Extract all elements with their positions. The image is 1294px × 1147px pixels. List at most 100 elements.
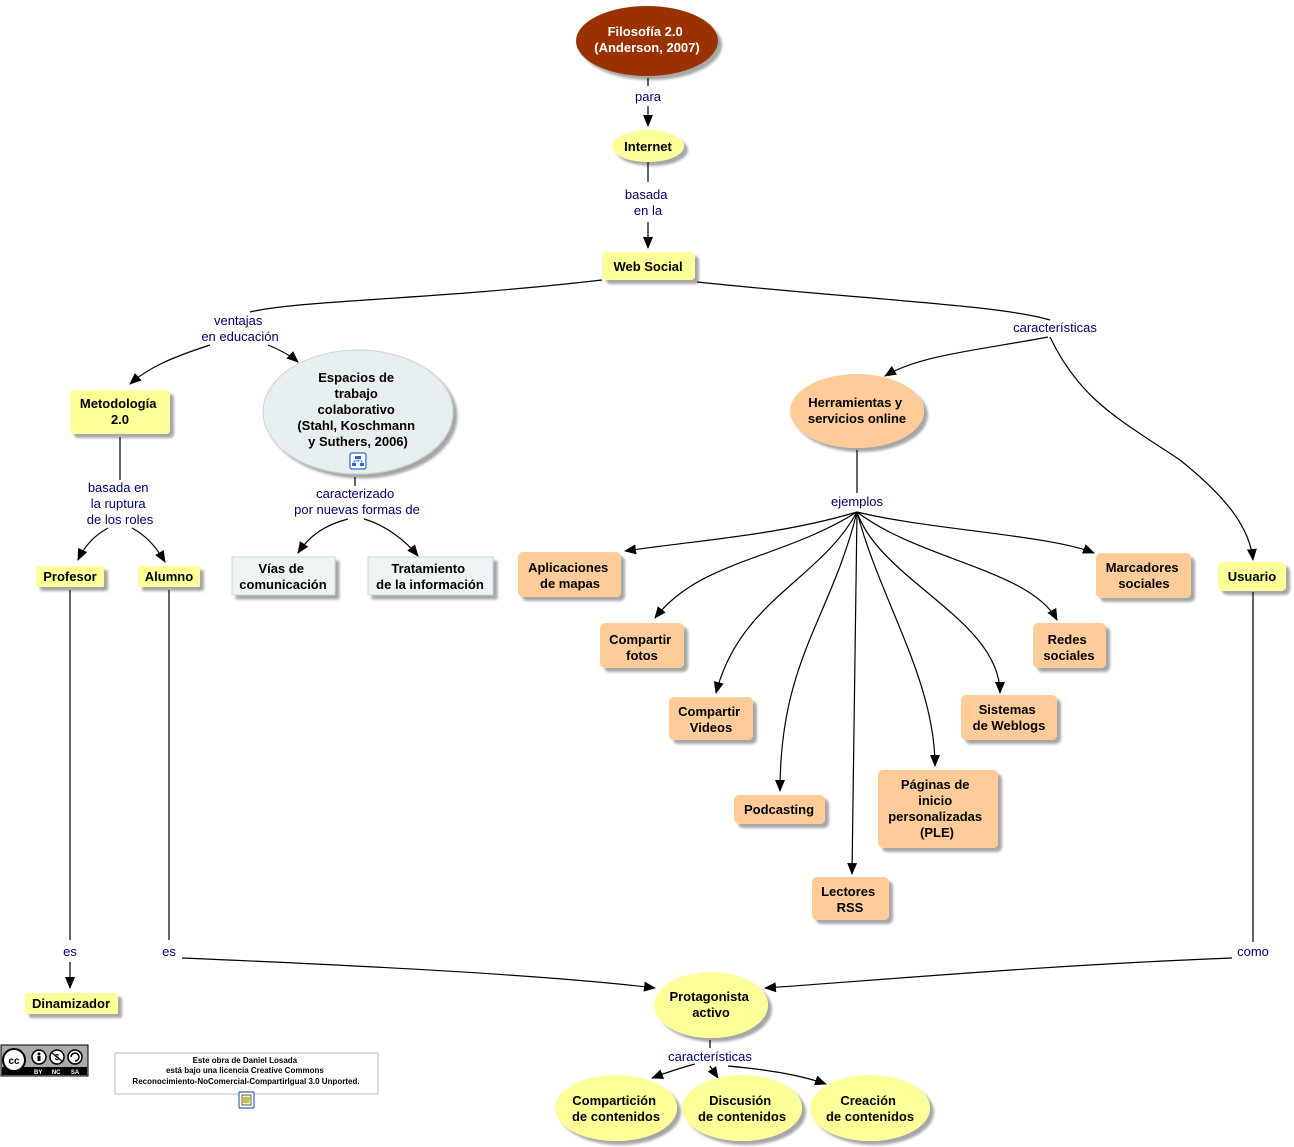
link-line: es	[162, 944, 176, 959]
concept-line: (PLE)	[920, 825, 954, 840]
concept-line: Alumno	[145, 569, 193, 584]
concept-vias-de-comunicacion[interactable]: Vías de comunicación	[231, 556, 336, 596]
concept-comparticion-de-contenidos[interactable]: Compartición de contenidos	[555, 1075, 677, 1141]
creative-commons-icon[interactable]: cc $ BY NC SA	[0, 1044, 89, 1077]
concept-line: Herramientas y	[808, 395, 903, 410]
link-basada-en-la: basada en la	[625, 187, 668, 218]
concept-tratamiento-informacion[interactable]: Tratamiento de la información	[367, 556, 494, 596]
document-icon[interactable]	[238, 1091, 255, 1109]
concept-espacios-trabajo-colaborativo[interactable]: Espacios de trabajo colaborativo (Stahl,…	[262, 349, 454, 475]
link-line: basada	[625, 187, 668, 202]
concept-line: Internet	[624, 139, 672, 154]
concept-line: Discusión	[709, 1093, 771, 1108]
concept-aplicaciones-de-mapas[interactable]: Aplicaciones de mapas	[518, 552, 621, 597]
concept-line: de contenidos	[826, 1109, 914, 1124]
concept-alumno[interactable]: Alumno	[138, 566, 200, 587]
concept-line: Páginas de	[901, 777, 970, 792]
concept-line: fotos	[626, 648, 658, 663]
svg-text:Compartición de contenid: Compartición de contenidos	[572, 1093, 660, 1124]
concept-line: 2.0	[111, 412, 129, 427]
license-badge-label: SA	[71, 1070, 80, 1076]
concept-metodologia-2-0[interactable]: Metodología 2.0	[70, 390, 170, 434]
concept-internet[interactable]: Internet	[612, 130, 684, 162]
concept-line: Espacios de	[318, 370, 394, 385]
svg-text:es: es	[63, 944, 77, 959]
svg-text:Compartir Videos: Compartir Videos	[678, 704, 744, 735]
svg-text:Redes sociales: Redes sociales	[1043, 632, 1094, 663]
svg-text:Lectores RSS: Lectores RSS	[821, 884, 879, 915]
concept-paginas-inicio-personalizadas[interactable]: Páginas de inicio personalizadas (PLE)	[878, 770, 998, 848]
license-line: está bajo una licencia Creative Commons	[166, 1066, 324, 1075]
link-line: caracterizado	[316, 486, 394, 501]
link-basada-ruptura: basada en la ruptura de los roles	[87, 480, 154, 527]
concept-line: Marcadores	[1106, 560, 1179, 575]
concept-line: de la información	[376, 577, 484, 592]
link-line: características	[668, 1049, 752, 1064]
concept-redes-sociales[interactable]: Redes sociales	[1033, 623, 1106, 668]
link-como: como	[1237, 944, 1269, 959]
concept-line: Compartir	[678, 704, 740, 719]
svg-text:ejemplos: ejemplos	[831, 494, 884, 509]
svg-text:características: características	[1013, 320, 1097, 335]
svg-text:basada en la ruptura: basada en la ruptura de los roles	[87, 480, 154, 527]
edges	[65, 78, 1257, 1086]
concept-line: inicio	[918, 793, 952, 808]
concept-line: Sistemas	[979, 702, 1036, 717]
concept-line: Videos	[690, 720, 732, 735]
svg-text:ventajas en educación: ventajas en educación	[201, 313, 278, 344]
concept-filosofia-2-0[interactable]: Filosofía 2.0 (Anderson, 2007)	[576, 6, 718, 76]
svg-text:Vías de comunicación: Vías de comunicación	[239, 561, 326, 592]
concept-web-social[interactable]: Web Social	[602, 252, 695, 280]
concept-discusion-de-contenidos[interactable]: Discusión de contenidos	[682, 1075, 802, 1141]
svg-text:para: para	[635, 89, 662, 104]
svg-text:Aplicaciones de mapas: Aplicaciones de mapas	[528, 560, 612, 591]
svg-text:Alumno: Alumno	[145, 569, 193, 584]
svg-text:características: características	[668, 1049, 752, 1064]
concept-line: Protagonista	[669, 989, 749, 1004]
link-line: ejemplos	[831, 494, 884, 509]
svg-text:Internet: Internet	[624, 139, 672, 154]
link-caracteristicas-web: características	[1013, 320, 1097, 335]
license-badge-label: NC	[52, 1070, 61, 1076]
concept-line: personalizadas	[888, 809, 982, 824]
concept-compartir-fotos[interactable]: Compartir fotos	[600, 623, 684, 668]
svg-text:BY NC SA: BY NC SA	[34, 1070, 80, 1076]
svg-text:Creación de contenidos: Creación de contenidos	[826, 1093, 914, 1124]
ejemplos-fan-edges	[624, 511, 1095, 875]
svg-text:Protagonista activo: Protagonista activo	[669, 989, 752, 1020]
concept-compartir-videos[interactable]: Compartir Videos	[669, 697, 753, 740]
concept-line: de contenidos	[698, 1109, 786, 1124]
concept-line: Web Social	[613, 259, 682, 274]
concept-marcadores-sociales[interactable]: Marcadores sociales	[1096, 553, 1191, 598]
link-line: en la	[634, 203, 663, 218]
link-ejemplos: ejemplos	[831, 494, 884, 509]
concept-map-icon[interactable]	[349, 452, 367, 470]
svg-text:Compartir fotos: Compartir fotos	[609, 632, 675, 663]
concept-line: Creación	[840, 1093, 896, 1108]
svg-text:Discusión de contenidos: Discusión de contenidos	[698, 1093, 786, 1124]
svg-text:Tratamiento de la inform: Tratamiento de la información	[376, 561, 484, 592]
concept-podcasting[interactable]: Podcasting	[734, 795, 825, 824]
concept-creacion-de-contenidos[interactable]: Creación de contenidos	[810, 1075, 930, 1141]
license-line: Este obra de Daniel Losada	[193, 1056, 298, 1065]
concept-dinamizador[interactable]: Dinamizador	[25, 993, 118, 1014]
concept-line: Podcasting	[744, 802, 814, 817]
concept-line: RSS	[837, 900, 864, 915]
svg-text:Páginas de inicio: Páginas de inicio personalizadas (PLE)	[888, 777, 986, 840]
concept-protagonista-activo[interactable]: Protagonista activo	[654, 972, 768, 1038]
concept-usuario[interactable]: Usuario	[1218, 562, 1286, 591]
concept-sistemas-de-weblogs[interactable]: Sistemas de Weblogs	[961, 695, 1057, 740]
concept-lectores-rss[interactable]: Lectores RSS	[812, 877, 889, 920]
concept-line: Redes	[1048, 632, 1087, 647]
concept-line: comunicación	[239, 577, 326, 592]
concept-line: Aplicaciones	[528, 560, 608, 575]
license-badge-label: BY	[34, 1070, 42, 1076]
link-es-profesor: es	[63, 944, 77, 959]
concept-line: sociales	[1043, 648, 1094, 663]
link-line: como	[1237, 944, 1269, 959]
concept-profesor[interactable]: Profesor	[36, 566, 104, 587]
concept-herramientas-servicios-online[interactable]: Herramientas y servicios online	[790, 374, 924, 448]
link-line: ventajas	[214, 313, 263, 328]
concept-line: colaborativo	[318, 402, 395, 417]
